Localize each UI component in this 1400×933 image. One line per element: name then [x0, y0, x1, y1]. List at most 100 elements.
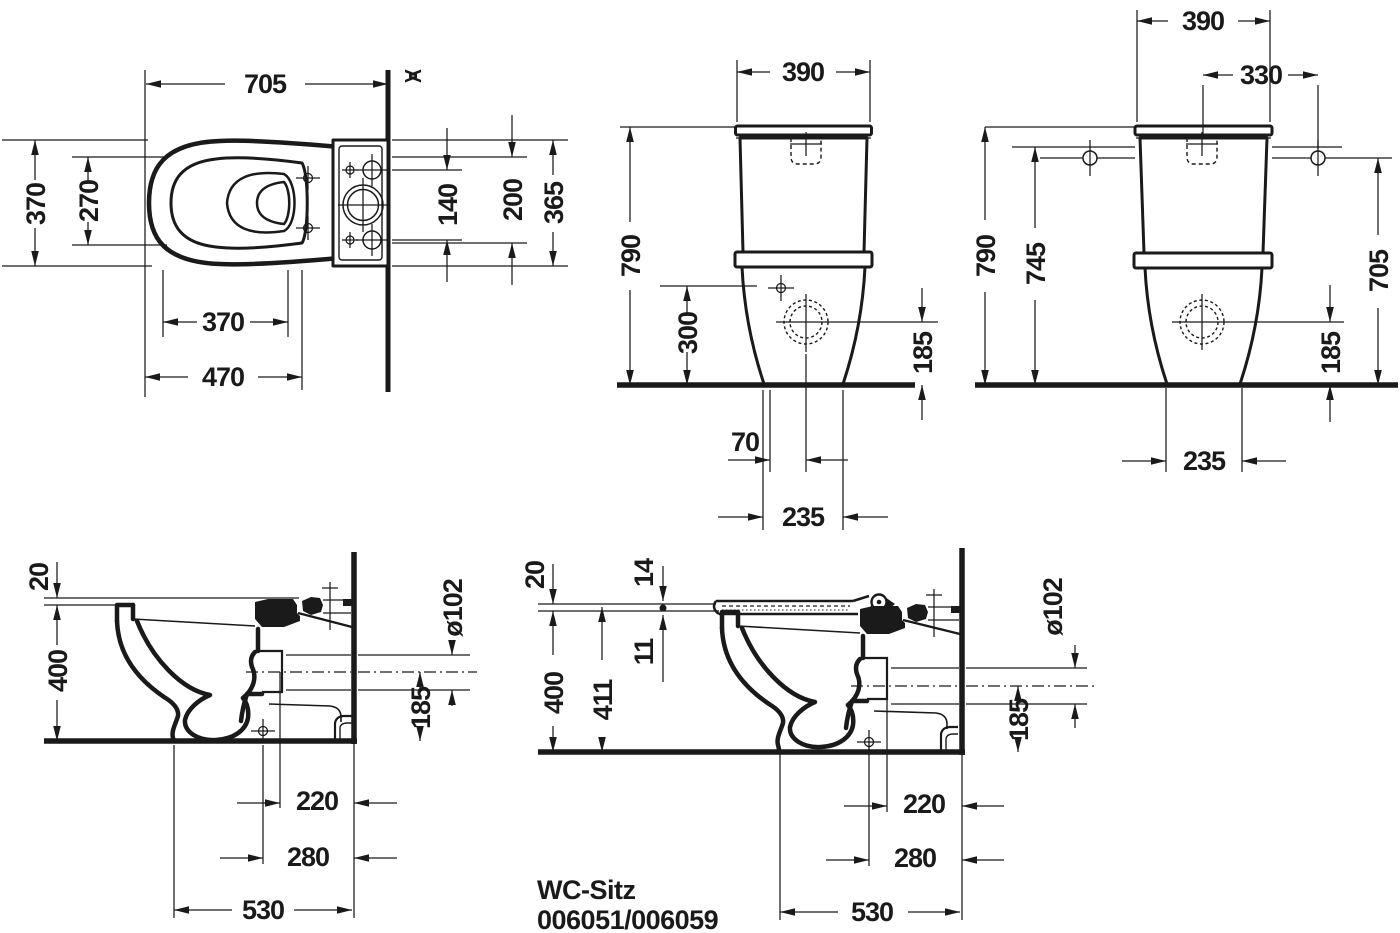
dim-11: 11: [629, 615, 667, 682]
dim-330: 330: [1202, 60, 1319, 149]
note-line-2: 006051/006059: [537, 905, 719, 933]
dim-280: 280: [826, 747, 1004, 920]
dim-790: 790: [616, 126, 737, 385]
seat-fixing-hole-bottom: [296, 216, 320, 240]
dim-185: 185: [1004, 686, 1034, 752]
dim-label-20: 20: [520, 561, 550, 589]
dim-220: 220: [237, 672, 397, 816]
seat-reference-dot: [659, 604, 667, 612]
cistern-plan: [331, 138, 390, 268]
dim-365: 365: [392, 139, 569, 267]
flush-button: [1186, 138, 1218, 165]
wall-break-symbol: ><: [404, 63, 422, 90]
note-line-1: WC-Sitz: [537, 875, 635, 905]
dim-280: 280: [220, 744, 397, 918]
water-surface: [225, 171, 296, 234]
dim-label-dia102: ø102: [438, 579, 468, 637]
dim-140: 140: [392, 128, 463, 282]
rim-section-cut: [860, 606, 905, 634]
base-profile: [873, 710, 948, 729]
dim-220: 220: [844, 660, 1004, 819]
dim-390: 390: [736, 57, 871, 122]
toilet-seat: [659, 593, 895, 617]
rim-section-cut: [255, 599, 300, 627]
dim-label-400: 400: [43, 650, 73, 692]
dim-label-220: 220: [296, 786, 338, 816]
floor-outlet: [333, 714, 352, 741]
side-section-seat-view: 20 400 411 14 11 ø102 185: [520, 548, 1097, 927]
dim-label-280: 280: [894, 843, 936, 873]
dim-70: 70: [728, 354, 848, 472]
dim-185: 185: [406, 672, 436, 741]
dim-label-185: 185: [406, 686, 436, 729]
dim-label-370-bottom: 370: [202, 307, 244, 337]
pedestal: [1143, 267, 1264, 385]
side-section-view: 20 400 ø102 185 220 280: [24, 552, 477, 925]
dim-790: 790: [971, 126, 1135, 385]
flush-button: [790, 138, 822, 165]
dim-235: 235: [1122, 388, 1286, 476]
dim-label-705: 705: [1364, 249, 1394, 292]
dim-705: 705: [144, 69, 388, 397]
dim-label-705: 705: [244, 69, 287, 99]
drain-outlet: [776, 294, 836, 352]
dim-label-70: 70: [731, 427, 759, 457]
dim-label-530: 530: [851, 897, 893, 927]
dim-label-185: 185: [1316, 331, 1346, 374]
dim-185: 185: [1232, 285, 1346, 422]
rear-view: 390 790 300 185 70: [616, 57, 938, 532]
dim-label-365: 365: [539, 181, 569, 224]
dim-370-left: 370: [2, 139, 152, 267]
dim-200: 200: [392, 115, 528, 285]
dim-label-220: 220: [903, 789, 945, 819]
dim-label-235: 235: [782, 502, 825, 532]
bowl-section: [719, 589, 961, 752]
dim-300: 300: [660, 285, 757, 385]
front-view: 390 330 790 745 705 185: [971, 6, 1398, 476]
dim-label-390: 390: [782, 57, 824, 87]
dim-20: 20: [520, 561, 557, 604]
dim-label-330: 330: [1240, 60, 1282, 90]
dim-745: 745: [1021, 147, 1051, 385]
dim-185: 185: [836, 288, 938, 420]
flush-inlet-cut: [302, 597, 323, 615]
dim-label-270: 270: [74, 180, 104, 222]
dim-label-790: 790: [971, 235, 1001, 277]
dim-label-140: 140: [433, 184, 463, 226]
drain-lines: [851, 667, 1097, 705]
dim-390: 390: [1136, 6, 1271, 122]
dim-400: 400: [539, 611, 569, 752]
dim-label-390: 390: [1182, 6, 1224, 36]
bowl-rim: [169, 156, 309, 250]
dim-label-dia102: ø102: [1038, 578, 1068, 636]
position-crosshair: [768, 275, 794, 301]
bowl-section: [114, 582, 353, 744]
seat-fixing-hole-top: [296, 166, 320, 190]
fixing-crosshair: [857, 730, 881, 751]
dim-label-370-left: 370: [21, 183, 51, 225]
dim-235: 235: [718, 390, 888, 532]
dim-411: 411: [588, 607, 618, 752]
flush-inlet-cut: [907, 604, 928, 622]
dim-400: 400: [43, 605, 73, 741]
dim-label-300: 300: [673, 312, 703, 354]
product-note: WC-Sitz 006051/006059: [537, 875, 719, 933]
dim-label-11: 11: [629, 638, 659, 666]
outlet-spigot: [863, 656, 889, 701]
dim-label-14: 14: [629, 558, 659, 587]
dim-label-745: 745: [1021, 242, 1051, 285]
drain-lines: [246, 654, 477, 691]
dim-label-530: 530: [242, 895, 284, 925]
dim-label-185: 185: [1004, 698, 1034, 741]
dim-270: 270: [72, 156, 167, 246]
dim-label-200: 200: [498, 179, 528, 221]
dim-label-411: 411: [588, 679, 618, 721]
dim-label-790: 790: [616, 235, 646, 277]
dim-530: 530: [779, 753, 960, 927]
drain-outlet: [1172, 294, 1232, 350]
dim-370-bottom: 370: [162, 270, 289, 337]
dim-14: 14: [629, 558, 667, 601]
pedestal: [740, 266, 867, 385]
